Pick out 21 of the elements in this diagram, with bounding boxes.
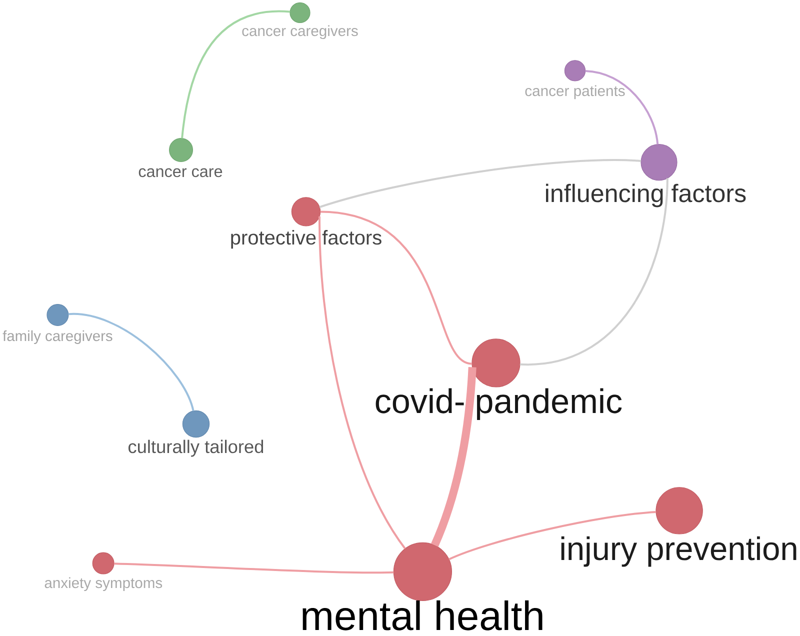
keyword-label: cancer care [138, 168, 222, 178]
link-line [181, 10, 290, 138]
link-line [430, 366, 476, 547]
keyword-label: family caregivers [2, 330, 112, 344]
keyword-label: injury prevention [561, 536, 796, 567]
link-line [319, 159, 642, 208]
keyword-label: culturally tailored [128, 440, 264, 457]
link-line [320, 210, 472, 365]
link-line [520, 178, 668, 366]
keyword-label: cancer caregivers [242, 25, 358, 40]
keyword-label: protective factors [231, 230, 382, 249]
keyword-label: cancer patients [525, 85, 625, 100]
link-line [114, 562, 394, 574]
keyword-label: covid- pandemic [376, 388, 622, 420]
keyword-label: anxiety symptoms [44, 577, 162, 592]
keyword-label: influencing factors [546, 184, 746, 208]
keyword-label: mental health [302, 600, 542, 630]
link-line [448, 510, 656, 560]
link-line [68, 313, 194, 412]
link-line [585, 70, 659, 144]
link-line [318, 216, 406, 550]
